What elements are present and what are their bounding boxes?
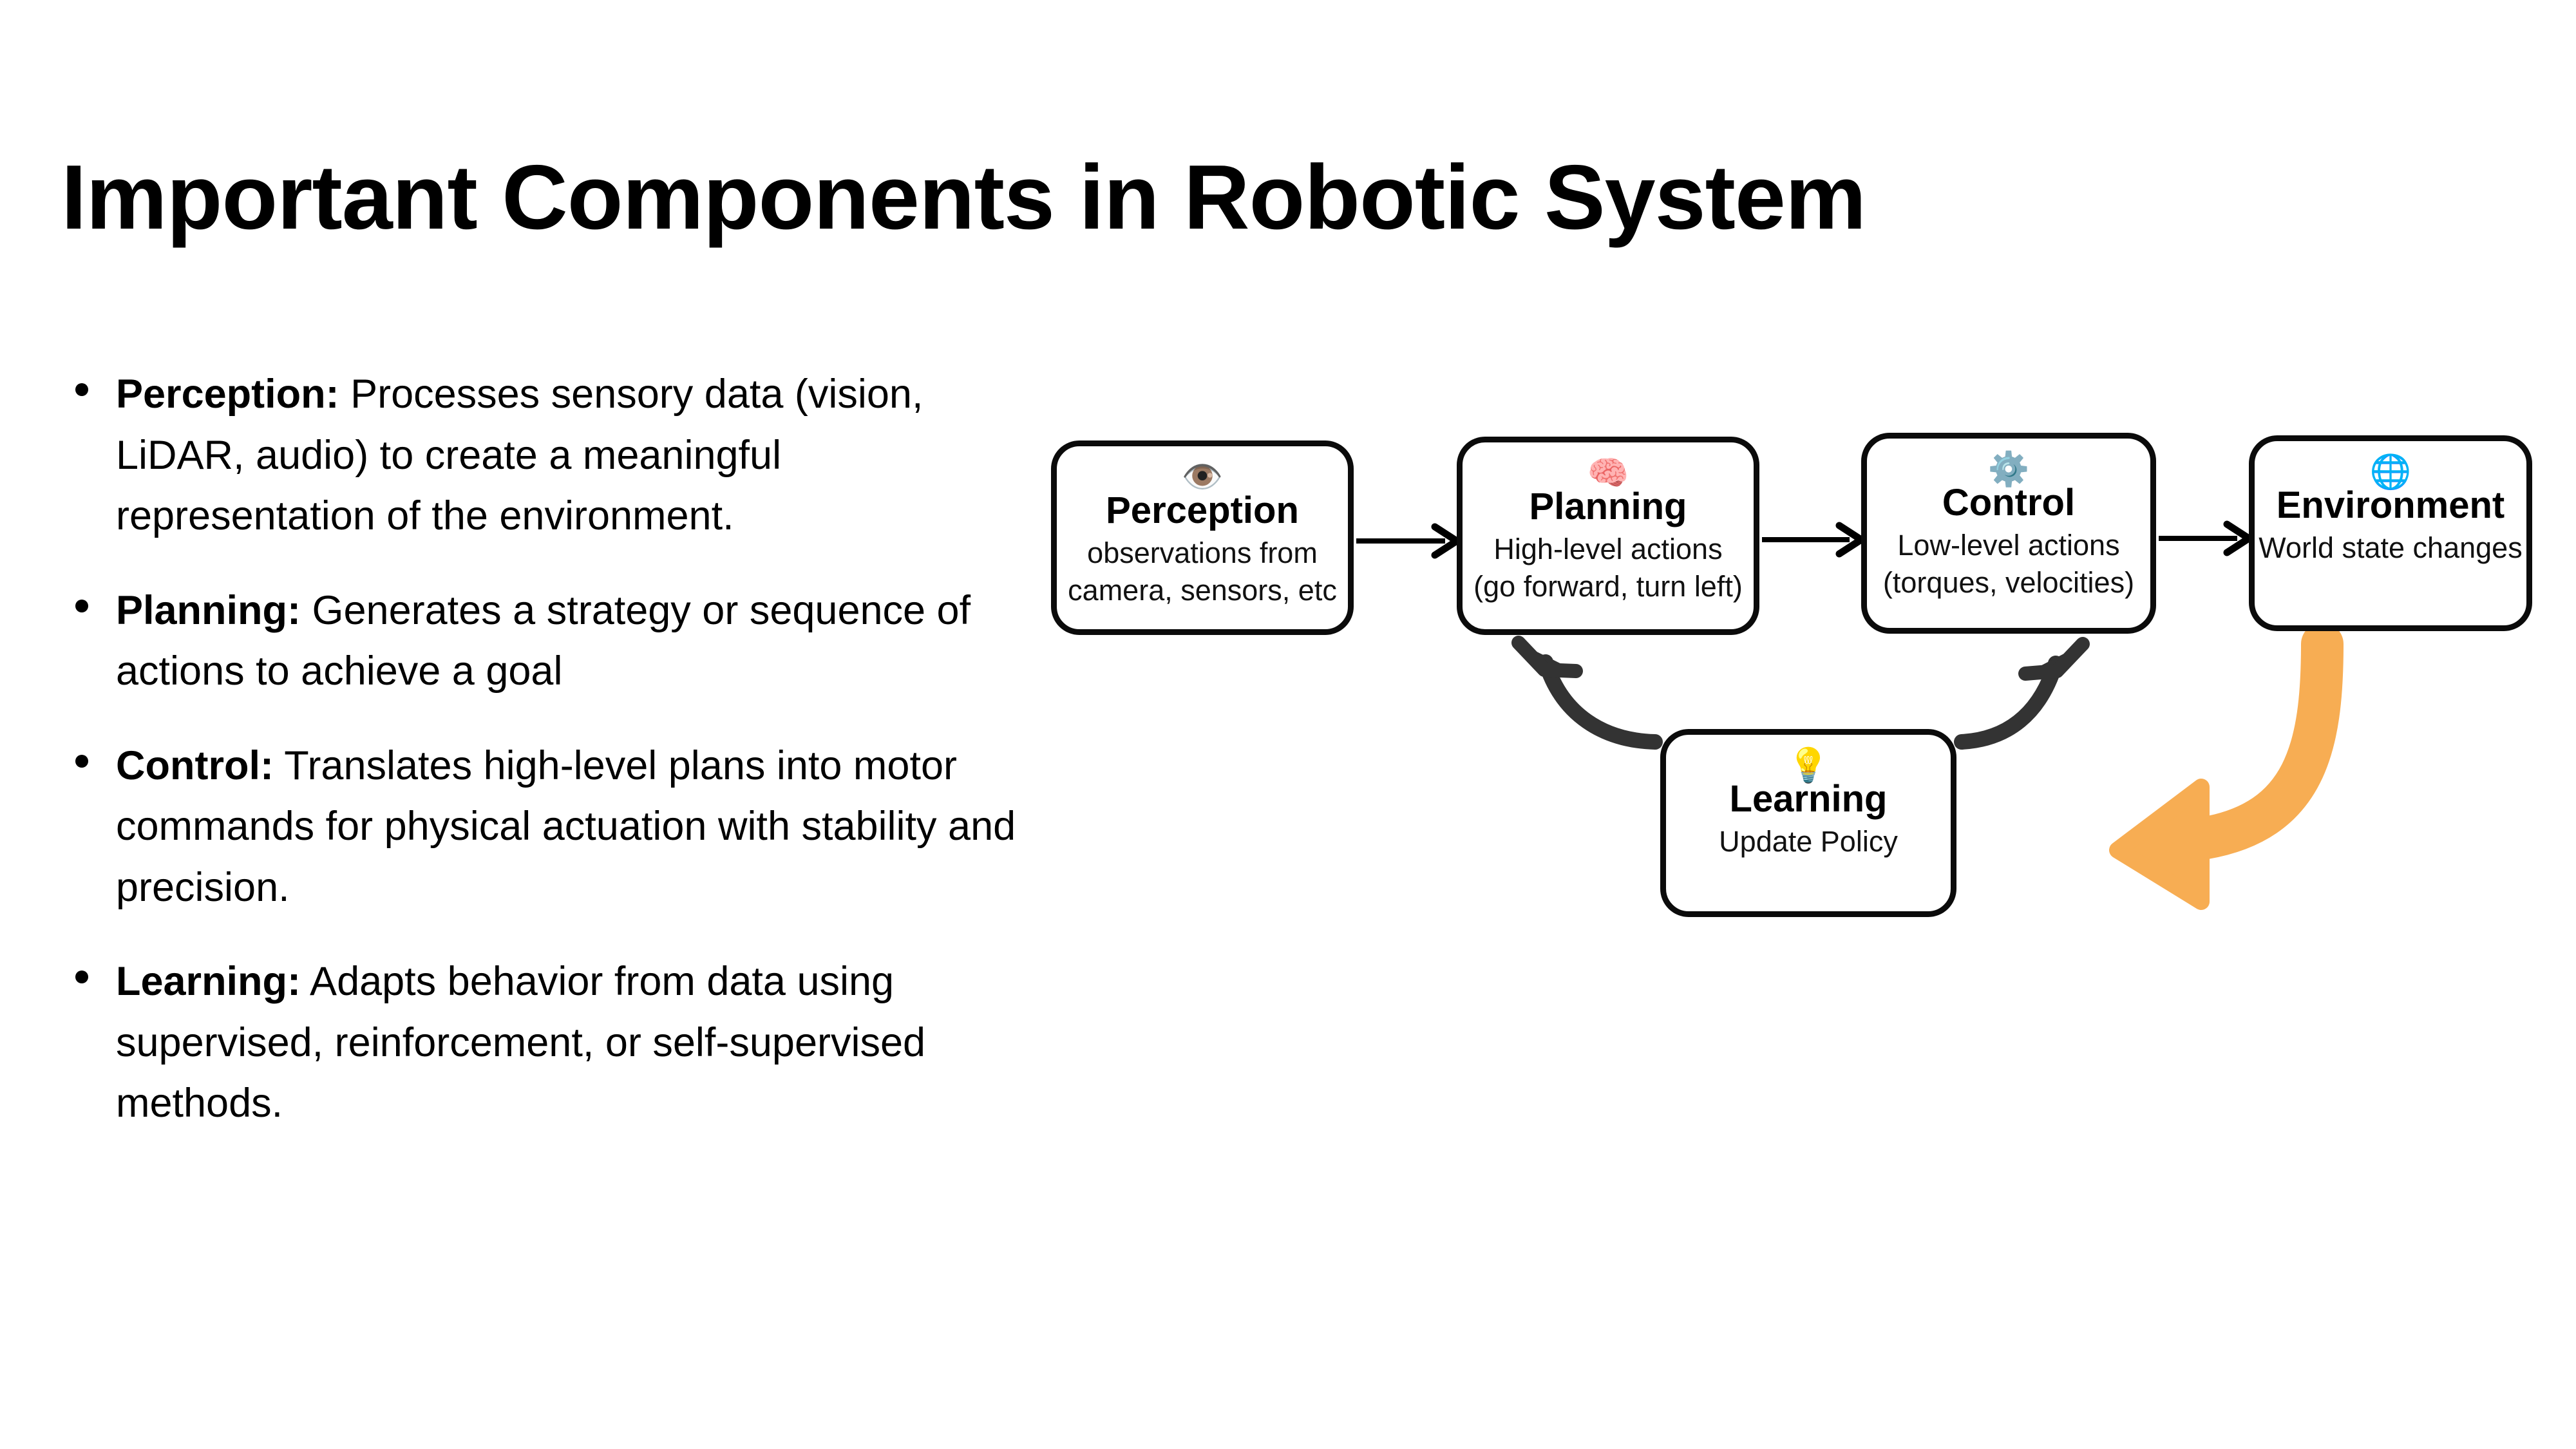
bullet-description: Processes sensory data (vision, LiDAR, a…: [116, 372, 923, 538]
bullet-dot-icon: [75, 599, 88, 612]
list-item: Planning: Generates a strategy or sequen…: [61, 580, 1046, 702]
diagram-node-planning[interactable]: 🧠 Planning High-level actions (go forwar…: [1457, 437, 1759, 635]
node-subtitle: High-level actions (go forward, turn lef…: [1473, 532, 1743, 603]
list-item: Learning: Adapts behavior from data usin…: [61, 951, 1046, 1134]
bullet-term: Control:: [116, 743, 274, 788]
component-bullet-list: Perception: Processes sensory data (visi…: [61, 364, 1046, 1168]
diagram-node-control[interactable]: ⚙️ Control Low-level actions (torques, v…: [1861, 433, 2156, 634]
edge-planning-to-control: [1762, 522, 1865, 558]
edge-learning-to-planning: [1511, 636, 1663, 750]
list-item: Control: Translates high-level plans int…: [61, 735, 1046, 918]
eye-icon: 👁️: [1181, 458, 1224, 497]
lightbulb-icon: 💡: [1787, 746, 1830, 785]
page-title: Important Components in Robotic System: [61, 146, 1866, 249]
node-title: Environment: [2276, 484, 2505, 526]
bullet-term: Planning:: [116, 587, 301, 633]
node-title: Learning: [1729, 778, 1888, 820]
globe-icon: 🌐: [2369, 453, 2412, 491]
diagram-node-environment[interactable]: 🌐 Environment World state changes: [2249, 435, 2532, 631]
node-subtitle: World state changes: [2259, 531, 2523, 564]
bullet-term: Learning:: [116, 959, 301, 1004]
bullet-description: Translates high-level plans into motor c…: [116, 743, 1016, 910]
bullet-term: Perception:: [116, 372, 339, 417]
brain-icon: 🧠: [1587, 454, 1629, 493]
node-subtitle: Low-level actions (torques, velocities): [1882, 528, 2135, 600]
edge-environment-to-learning: [2109, 623, 2344, 910]
list-item: Perception: Processes sensory data (visi…: [61, 364, 1046, 547]
diagram-node-learning[interactable]: 💡 Learning Update Policy: [1660, 729, 1956, 917]
bullet-description: Adapts behavior from data using supervis…: [116, 959, 926, 1126]
edge-learning-to-control: [1954, 637, 2090, 750]
node-subtitle: Update Policy: [1719, 824, 1898, 858]
gears-icon: ⚙️: [1987, 450, 2030, 489]
diagram-node-perception[interactable]: 👁️ Perception observations from camera, …: [1051, 440, 1354, 635]
bullet-dot-icon: [75, 971, 88, 983]
bullet-dot-icon: [75, 754, 88, 768]
edge-control-to-environment: [2159, 520, 2253, 556]
node-title: Planning: [1529, 486, 1687, 527]
bullet-description: Generates a strategy or sequence of acti…: [116, 587, 971, 694]
node-title: Perception: [1106, 489, 1299, 531]
bullet-dot-icon: [75, 383, 88, 396]
node-title: Control: [1942, 482, 2076, 524]
node-subtitle: observations from camera, sensors, etc: [1068, 536, 1337, 607]
edge-perception-to-planning: [1356, 523, 1461, 559]
